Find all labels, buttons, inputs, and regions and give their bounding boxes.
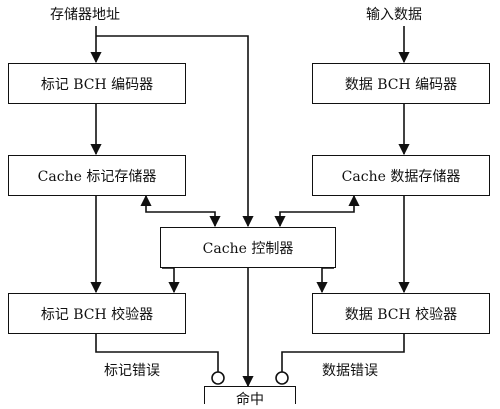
tag-checker-to-hit-arrow	[95, 334, 219, 372]
hit-label: 命中	[236, 392, 264, 408]
address-label: 存储器地址	[50, 7, 120, 23]
data-error-label: 数据错误	[322, 363, 378, 379]
controller-to-tag-checker-arrow	[162, 267, 180, 294]
data-store-controller-arrow	[274, 194, 360, 228]
cache-controller: Cache 控制器	[160, 227, 336, 268]
data-error-bubble	[275, 371, 289, 385]
address-to-controller-arrow	[96, 35, 254, 228]
data-bch-encoder: 数据 BCH 编码器	[312, 63, 490, 104]
tag-store: Cache 标记存储器	[8, 155, 186, 196]
data-bch-checker: 数据 BCH 校验器	[312, 293, 490, 334]
data-store: Cache 数据存储器	[312, 155, 490, 196]
tag-store-controller-arrow	[140, 194, 221, 228]
data-checker-to-hit-arrow	[281, 334, 405, 372]
controller-to-data-checker-arrow	[316, 267, 334, 294]
tag-error-bubble	[211, 371, 225, 385]
tag-bch-checker: 标记 BCH 校验器	[8, 293, 186, 334]
data-input-label: 输入数据	[366, 7, 422, 23]
tag-error-label: 标记错误	[104, 363, 160, 379]
hit-box: 命中	[204, 386, 296, 408]
tag-bch-encoder: 标记 BCH 编码器	[8, 63, 186, 104]
